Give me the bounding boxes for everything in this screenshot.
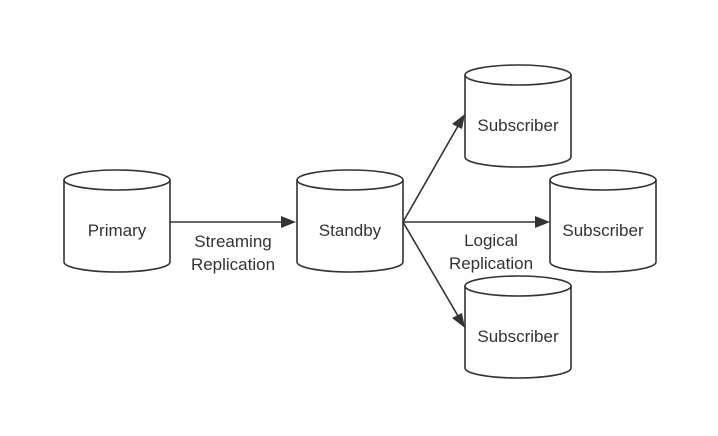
arrowhead-subscriber-middle [535, 216, 550, 228]
arrowhead-subscriber-top [452, 114, 465, 129]
subscriber-top-label: Subscriber [477, 116, 559, 135]
arrowhead-subscriber-bottom [452, 313, 465, 328]
streaming-label-line2: Replication [191, 255, 275, 274]
logical-label-line1: Logical [464, 231, 518, 250]
standby-label: Standby [319, 221, 382, 240]
primary-label: Primary [88, 221, 147, 240]
arrowhead-standby [281, 216, 296, 228]
edge-standby-to-subscriber-bottom [402, 221, 459, 317]
primary-database: Primary [63, 169, 171, 273]
subscriber-bottom-label: Subscriber [477, 327, 559, 346]
edge-logical-replication [402, 114, 550, 328]
subscriber-middle-database: Subscriber [549, 169, 657, 273]
subscriber-top-database: Subscriber [464, 64, 572, 168]
logical-label-line2: Replication [449, 254, 533, 273]
streaming-label-line1: Streaming [194, 232, 271, 251]
edge-streaming-replication [170, 216, 296, 228]
subscriber-bottom-database: Subscriber [464, 275, 572, 379]
subscriber-middle-label: Subscriber [562, 221, 644, 240]
edge-standby-to-subscriber-top [402, 125, 459, 223]
standby-database: Standby [296, 169, 404, 273]
